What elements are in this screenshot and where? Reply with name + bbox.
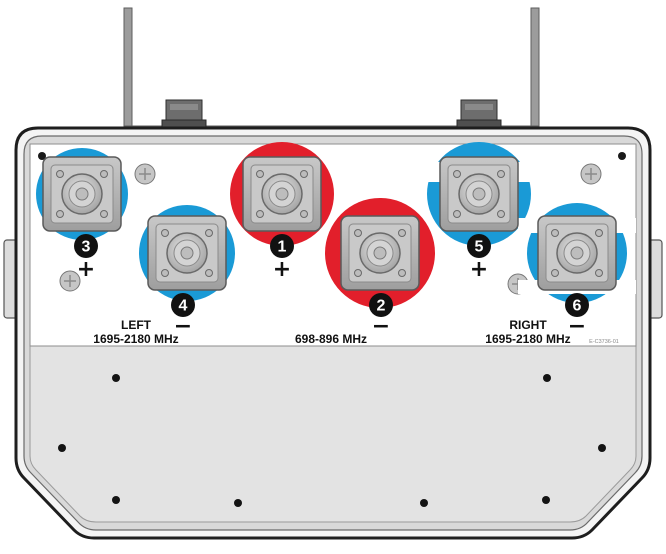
housing-hole	[542, 496, 550, 504]
port-connector-2	[340, 215, 420, 291]
port-polarity-2: −	[372, 314, 390, 339]
port-polarity-5: +	[470, 257, 488, 282]
port-badge-2	[369, 293, 393, 317]
screw-icon	[580, 163, 602, 185]
group-labels: LEFT 1695-2180 MHz 698-896 MHz RIGHT 169…	[93, 318, 570, 346]
port-badge-5	[467, 234, 491, 258]
port-badges: 3 4 1 2 5 6	[74, 234, 589, 317]
housing-lower-section	[29, 345, 637, 523]
port-polarity-4: −	[174, 314, 192, 339]
port-connector-5	[439, 156, 519, 232]
port-number-3: 3	[82, 239, 91, 256]
polarity-signs: + − + − + −	[77, 257, 586, 339]
housing-hole	[112, 496, 120, 504]
panel-hole-top-left	[38, 152, 46, 160]
housing-hole	[598, 444, 606, 452]
housing-hole	[234, 499, 242, 507]
port-number-2: 2	[377, 298, 386, 315]
screw-icon	[134, 163, 156, 185]
right-group-name: RIGHT	[509, 318, 547, 332]
left-group-freq: 1695-2180 MHz	[93, 332, 178, 346]
left-group-name: LEFT	[121, 318, 152, 332]
housing-hole	[420, 499, 428, 507]
port-number-1: 1	[278, 239, 287, 256]
port-polarity-1: +	[273, 257, 291, 282]
housing-hole	[58, 444, 66, 452]
housing-hole	[543, 374, 551, 382]
port-number-5: 5	[475, 239, 484, 256]
port-connector-1	[242, 156, 322, 232]
part-code: E-C3736-01	[589, 339, 619, 345]
port-badge-4	[171, 293, 195, 317]
panel-hole-top-right	[618, 152, 626, 160]
right-group-freq: 1695-2180 MHz	[485, 332, 570, 346]
center-group-freq: 698-896 MHz	[295, 332, 367, 346]
port-number-6: 6	[573, 298, 582, 315]
housing-holes	[58, 374, 606, 507]
port-number-4: 4	[179, 298, 188, 315]
housing-hole	[112, 374, 120, 382]
port-polarity-6: −	[568, 314, 586, 339]
port-badge-6	[565, 293, 589, 317]
port-connector-4	[147, 215, 227, 291]
port-connector-6	[537, 215, 617, 291]
port-badge-3	[74, 234, 98, 258]
port-badge-1	[270, 234, 294, 258]
screw-icon	[59, 270, 81, 292]
port-connectors	[42, 156, 617, 291]
port-polarity-3: +	[77, 257, 95, 282]
port-connector-3	[42, 156, 122, 232]
